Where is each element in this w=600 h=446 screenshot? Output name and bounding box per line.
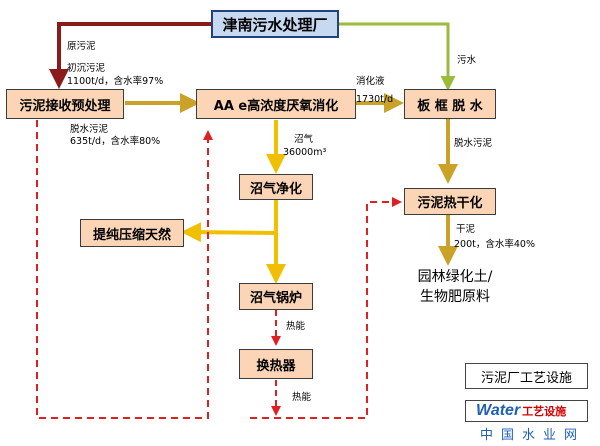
brand-site-name: 中国水业网 [479, 428, 585, 443]
node-plate-dewater: 板 框 脱 水 [404, 89, 496, 119]
label-biogas-1: 沼气 [294, 134, 314, 145]
node-cng: 提纯压缩天然 [80, 219, 184, 247]
label-digestate-2: 1730t/d [356, 94, 394, 105]
end-use-line-2: 生物肥原料 [420, 289, 490, 305]
brand-logo: Water 工艺设施 [465, 400, 588, 422]
label-raw-sludge: 原污泥 [67, 41, 96, 52]
node-aa-digestion: AA e高浓度厌氧消化 [196, 89, 356, 119]
brand-logo-cn: 工艺设施 [522, 406, 567, 418]
heat-return-to-digestion [36, 120, 213, 419]
label-dewatered-2: 635t/d，含水率80% [70, 136, 161, 147]
node-thermal-dry: 污泥热干化 [404, 188, 496, 215]
label-primary-sludge-1: 初沉污泥 [67, 63, 106, 74]
heat-to-thermal-dry [250, 197, 402, 419]
node-heat-exchanger: 换热器 [239, 349, 313, 379]
node-biogas-purify: 沼气净化 [239, 174, 313, 200]
label-dewatered-1: 脱水污泥 [70, 124, 109, 135]
facility-label: 污泥厂工艺设施 [465, 363, 588, 389]
label-dry-sludge-1: 干泥 [456, 224, 476, 235]
label-sewage: 污水 [457, 55, 477, 66]
label-dewatered-right: 脱水污泥 [454, 138, 493, 149]
node-biogas-boiler: 沼气锅炉 [239, 283, 313, 310]
label-dry-sludge-2: 200t，含水率40% [454, 239, 535, 250]
node-jinnan-plant: 津南污水处理厂 [211, 10, 339, 38]
to-cng-arrow [181, 222, 277, 243]
brand-logo-water: Water [476, 402, 521, 419]
label-heat-energy-2: 热能 [292, 392, 312, 403]
label-digestate-1: 消化液 [356, 76, 385, 87]
end-use-line-1: 园林绿化土/ [417, 269, 493, 285]
label-heat-energy-1: 热能 [286, 321, 306, 332]
node-sludge-receive: 污泥接收预处理 [6, 89, 124, 119]
sewage-arrow [339, 22, 456, 91]
label-primary-sludge-2: 1100t/d，含水率97% [67, 76, 164, 87]
label-biogas-2: 36000m³ [283, 147, 327, 158]
raw-sludge-arrow [49, 22, 211, 89]
